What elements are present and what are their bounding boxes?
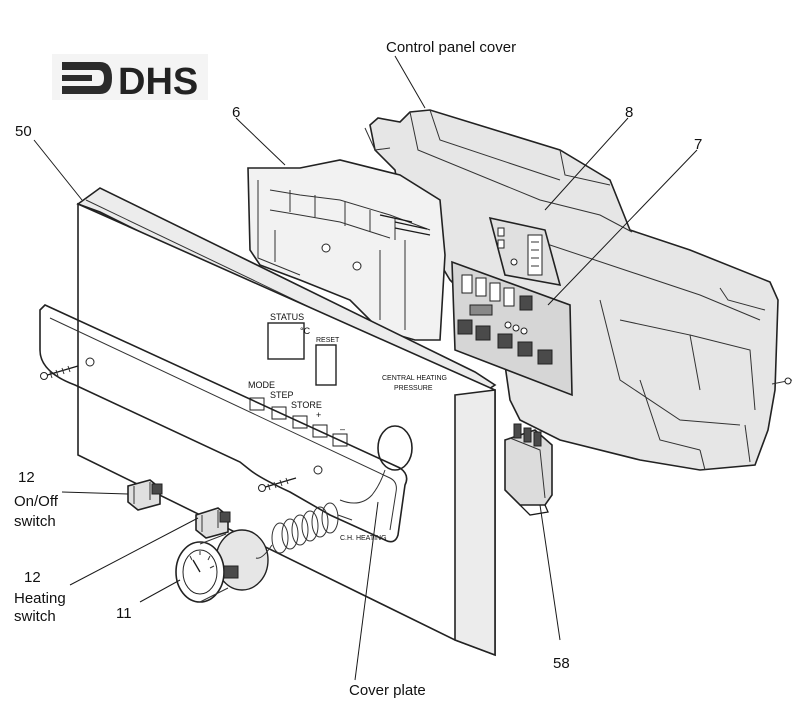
pressure-label: PRESSURE (394, 385, 433, 392)
minus-label: – (340, 424, 345, 434)
callout-12-on-off-line2: switch (14, 513, 56, 530)
status-label: STATUS (270, 312, 304, 322)
callout-6: 6 (232, 104, 240, 121)
callout-12-heating-num: 12 (24, 569, 41, 586)
callout-12-on-off-num: 12 (18, 469, 35, 486)
callout-12-heating-line2: switch (14, 608, 56, 625)
frame-part-6 (247, 159, 446, 341)
pcb-key (457, 319, 473, 335)
capillary-coil (255, 502, 353, 559)
mode-label: MODE (248, 380, 275, 390)
board-part-8 (488, 216, 562, 287)
display-area (267, 322, 337, 386)
heating-switch (195, 507, 231, 539)
pressure-gauge (175, 529, 269, 603)
central-heating-label: CENTRAL HEATING (382, 375, 447, 382)
pcb-key (497, 333, 513, 349)
pcb-key (537, 349, 553, 365)
ch-heating-label: C.H. HEATING (340, 535, 387, 542)
callout-cover-plate: Cover plate (349, 682, 426, 699)
reset-label: RESET (316, 337, 340, 344)
screw-left (40, 365, 79, 380)
dhs-logo: DHS (52, 54, 208, 103)
store-label: STORE (291, 400, 322, 410)
callout-50: 50 (15, 123, 32, 140)
callout-7: 7 (694, 136, 702, 153)
callout-11: 11 (116, 605, 132, 622)
on-off-switch (127, 479, 163, 511)
status-display (267, 322, 305, 360)
temperature-display (315, 344, 337, 386)
pcb-key (475, 325, 491, 341)
pcb-key (517, 341, 533, 357)
screw-middle (258, 477, 297, 492)
callout-12-on-off-line1: On/Off (14, 493, 59, 510)
callout-control-panel-cover: Control panel cover (386, 39, 516, 56)
logo-arrow-icon (62, 62, 112, 94)
callout-12-heating-line1: Heating (14, 590, 66, 607)
step-label: STEP (270, 390, 294, 400)
callout-8: 8 (625, 104, 633, 121)
plus-label: + (316, 410, 321, 420)
pcb-part-7 (451, 260, 573, 397)
gauge-aperture (377, 425, 413, 471)
leader-lines (33, 55, 698, 681)
cover-plate (39, 304, 408, 543)
relay-part-58 (504, 423, 553, 516)
degc-label: °C (300, 326, 311, 336)
logo-text: DHS (118, 61, 198, 103)
callout-58: 58 (553, 655, 570, 672)
